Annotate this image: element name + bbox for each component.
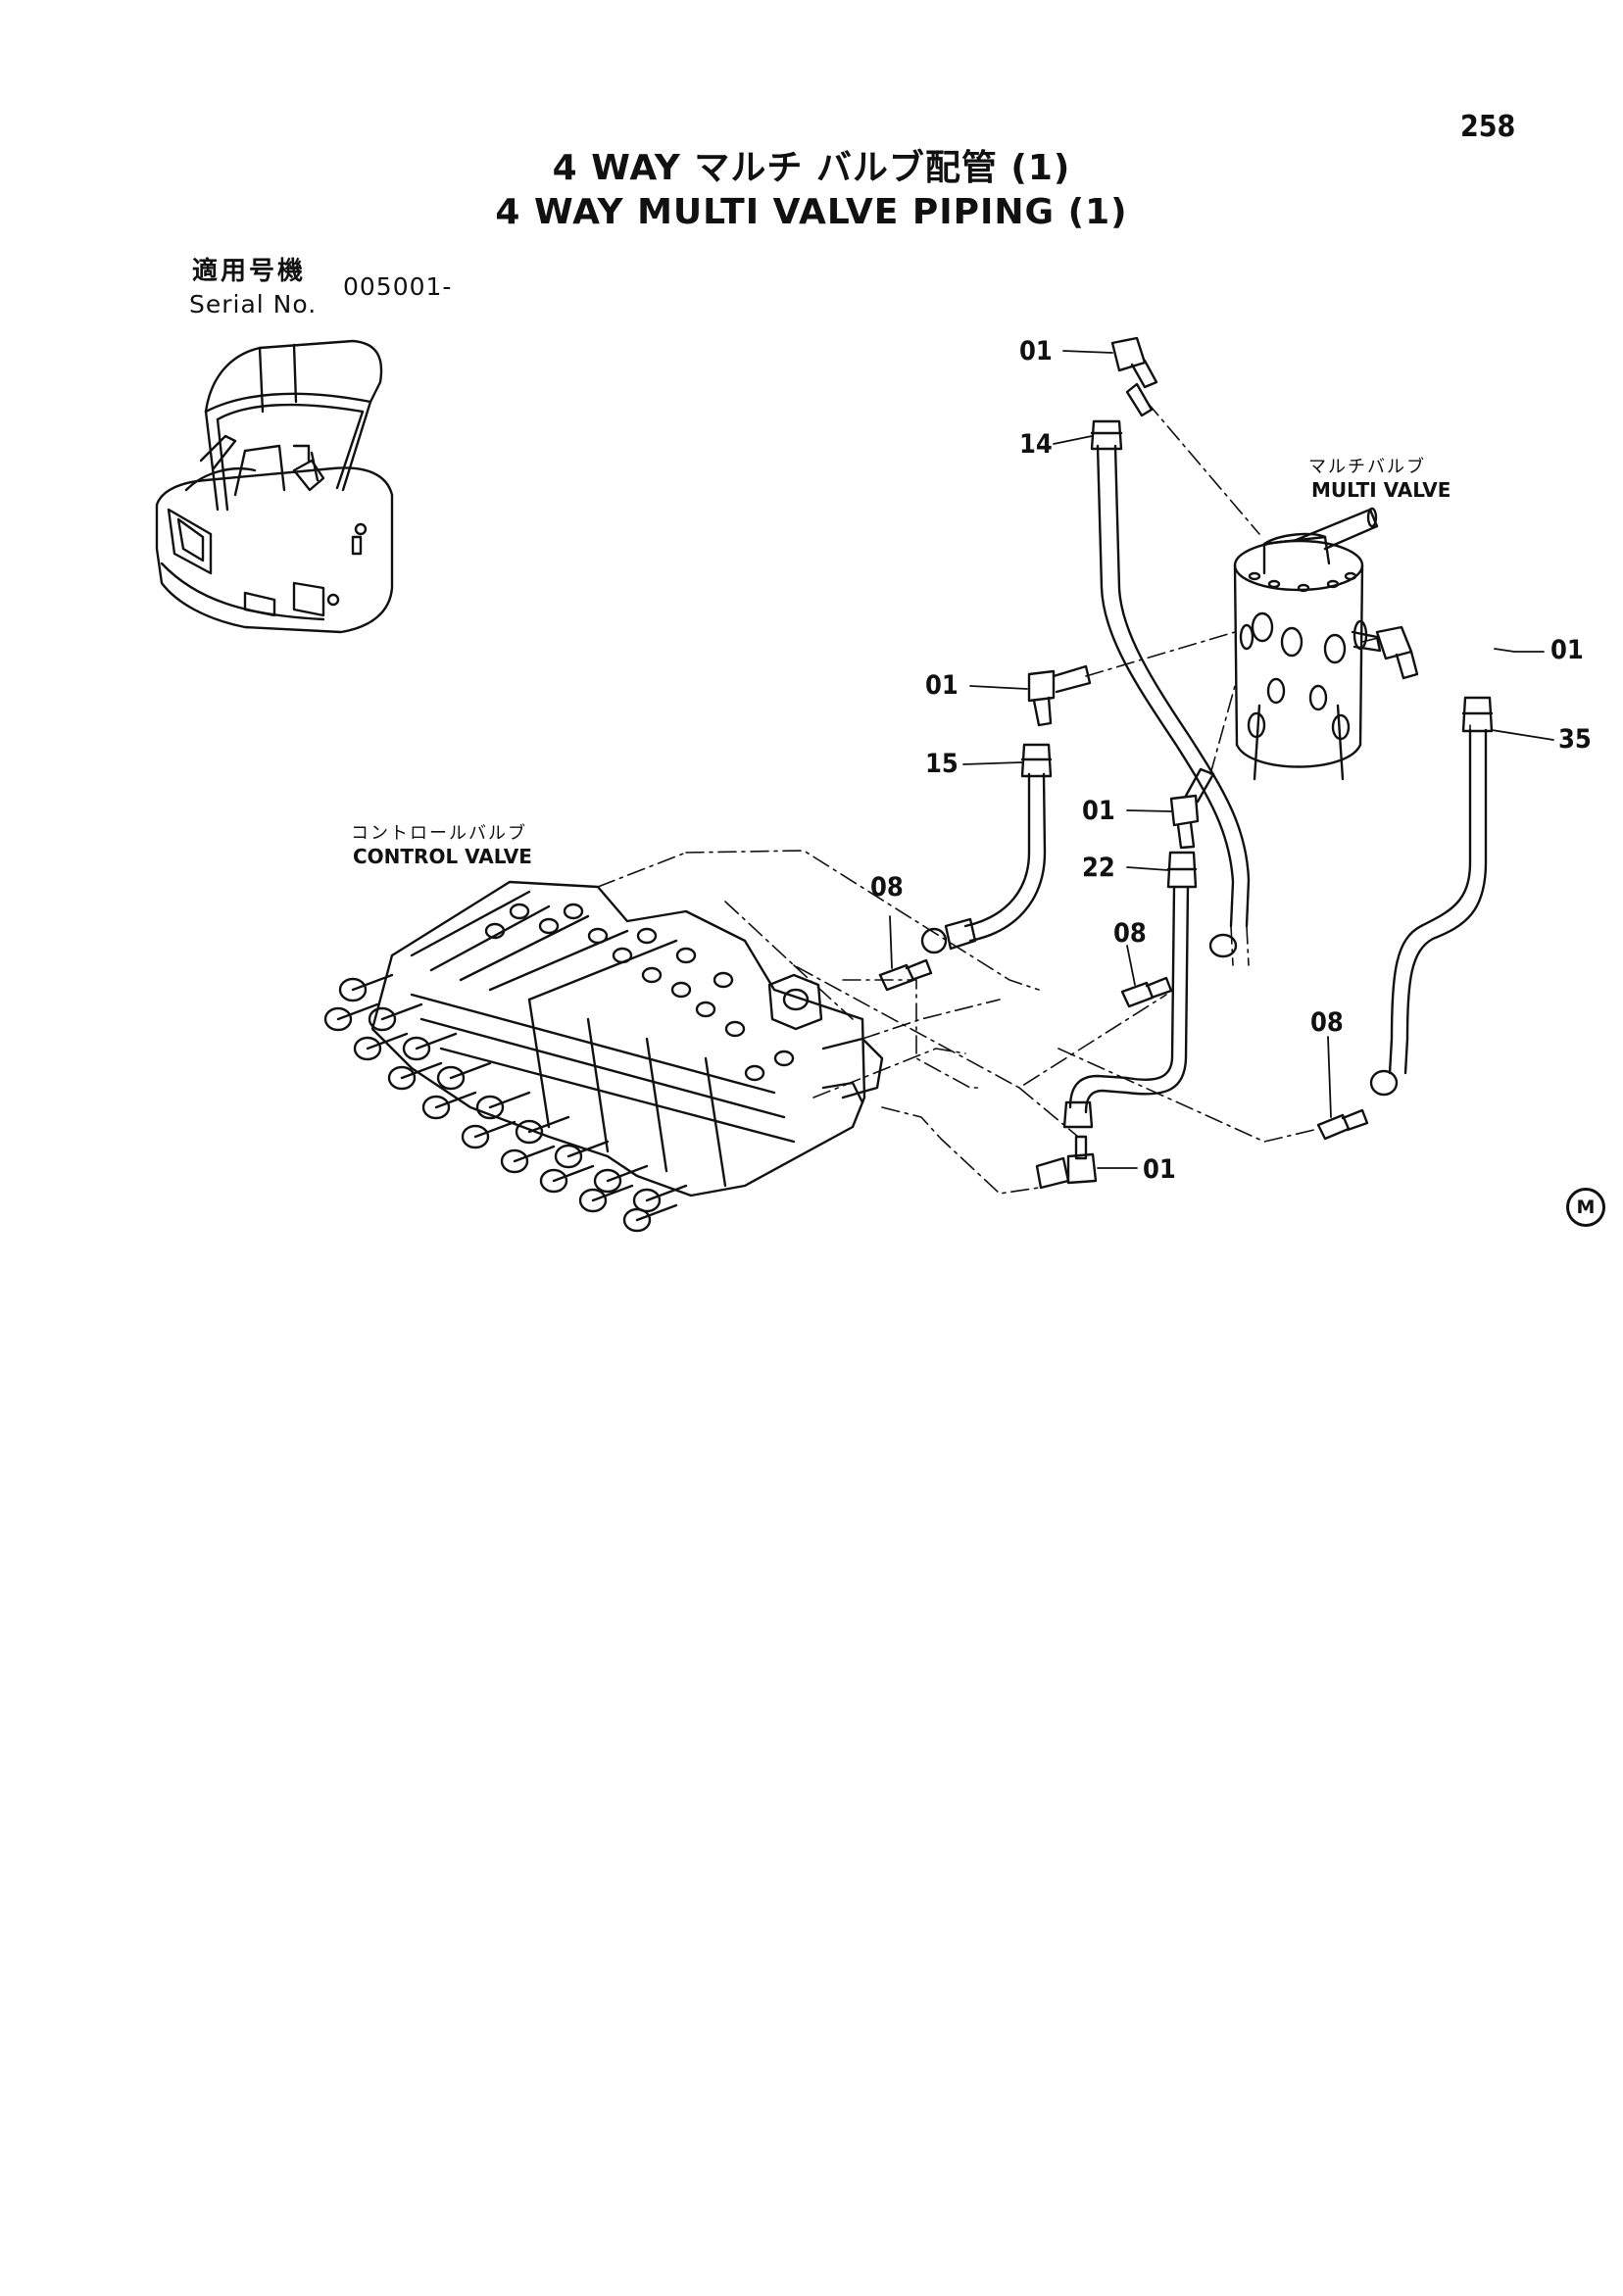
leader-lines xyxy=(889,350,1554,1169)
hoses xyxy=(963,444,1488,1114)
assembly-lines xyxy=(597,401,1471,1195)
page-title-english: 4 WAY MULTI VALVE PIPING (1) xyxy=(495,192,1128,232)
callout-08-left: 08 xyxy=(870,872,904,903)
control-valve-ports xyxy=(323,903,795,1233)
serial-label-english: Serial No. xyxy=(189,290,318,318)
callout-01-left: 01 xyxy=(925,670,959,701)
callout-01-right: 01 xyxy=(1550,635,1584,665)
callout-22: 22 xyxy=(1082,853,1115,883)
serial-number-value: 005001- xyxy=(343,272,453,301)
excavator-thumbnail xyxy=(155,339,394,634)
serial-label-japanese: 適用号機 xyxy=(192,257,307,286)
control-valve-label-japanese: コントロールバルブ xyxy=(351,823,527,844)
multi-valve-body xyxy=(1233,507,1379,781)
callout-35: 35 xyxy=(1558,724,1592,755)
control-valve-label-english: CONTROL VALVE xyxy=(353,845,532,868)
callout-08-mid: 08 xyxy=(1113,918,1147,949)
fittings xyxy=(878,336,1494,1190)
control-valve-body xyxy=(370,880,884,1197)
callout-01-top: 01 xyxy=(1019,336,1053,366)
multi-valve-label-japanese: マルチバルブ xyxy=(1308,457,1426,477)
callout-01-bottom: 01 xyxy=(1143,1154,1176,1185)
page-number: 258 xyxy=(1460,110,1516,144)
callout-14: 14 xyxy=(1019,429,1053,460)
callout-01-mid: 01 xyxy=(1082,796,1115,826)
callout-08-right: 08 xyxy=(1310,1007,1344,1038)
multi-valve-label-english: MULTI VALVE xyxy=(1311,478,1451,502)
edition-mark: M xyxy=(1566,1188,1605,1227)
callout-15: 15 xyxy=(925,749,959,779)
page-title-japanese: 4 WAY マルチ バルブ配管 (1) xyxy=(552,148,1071,188)
